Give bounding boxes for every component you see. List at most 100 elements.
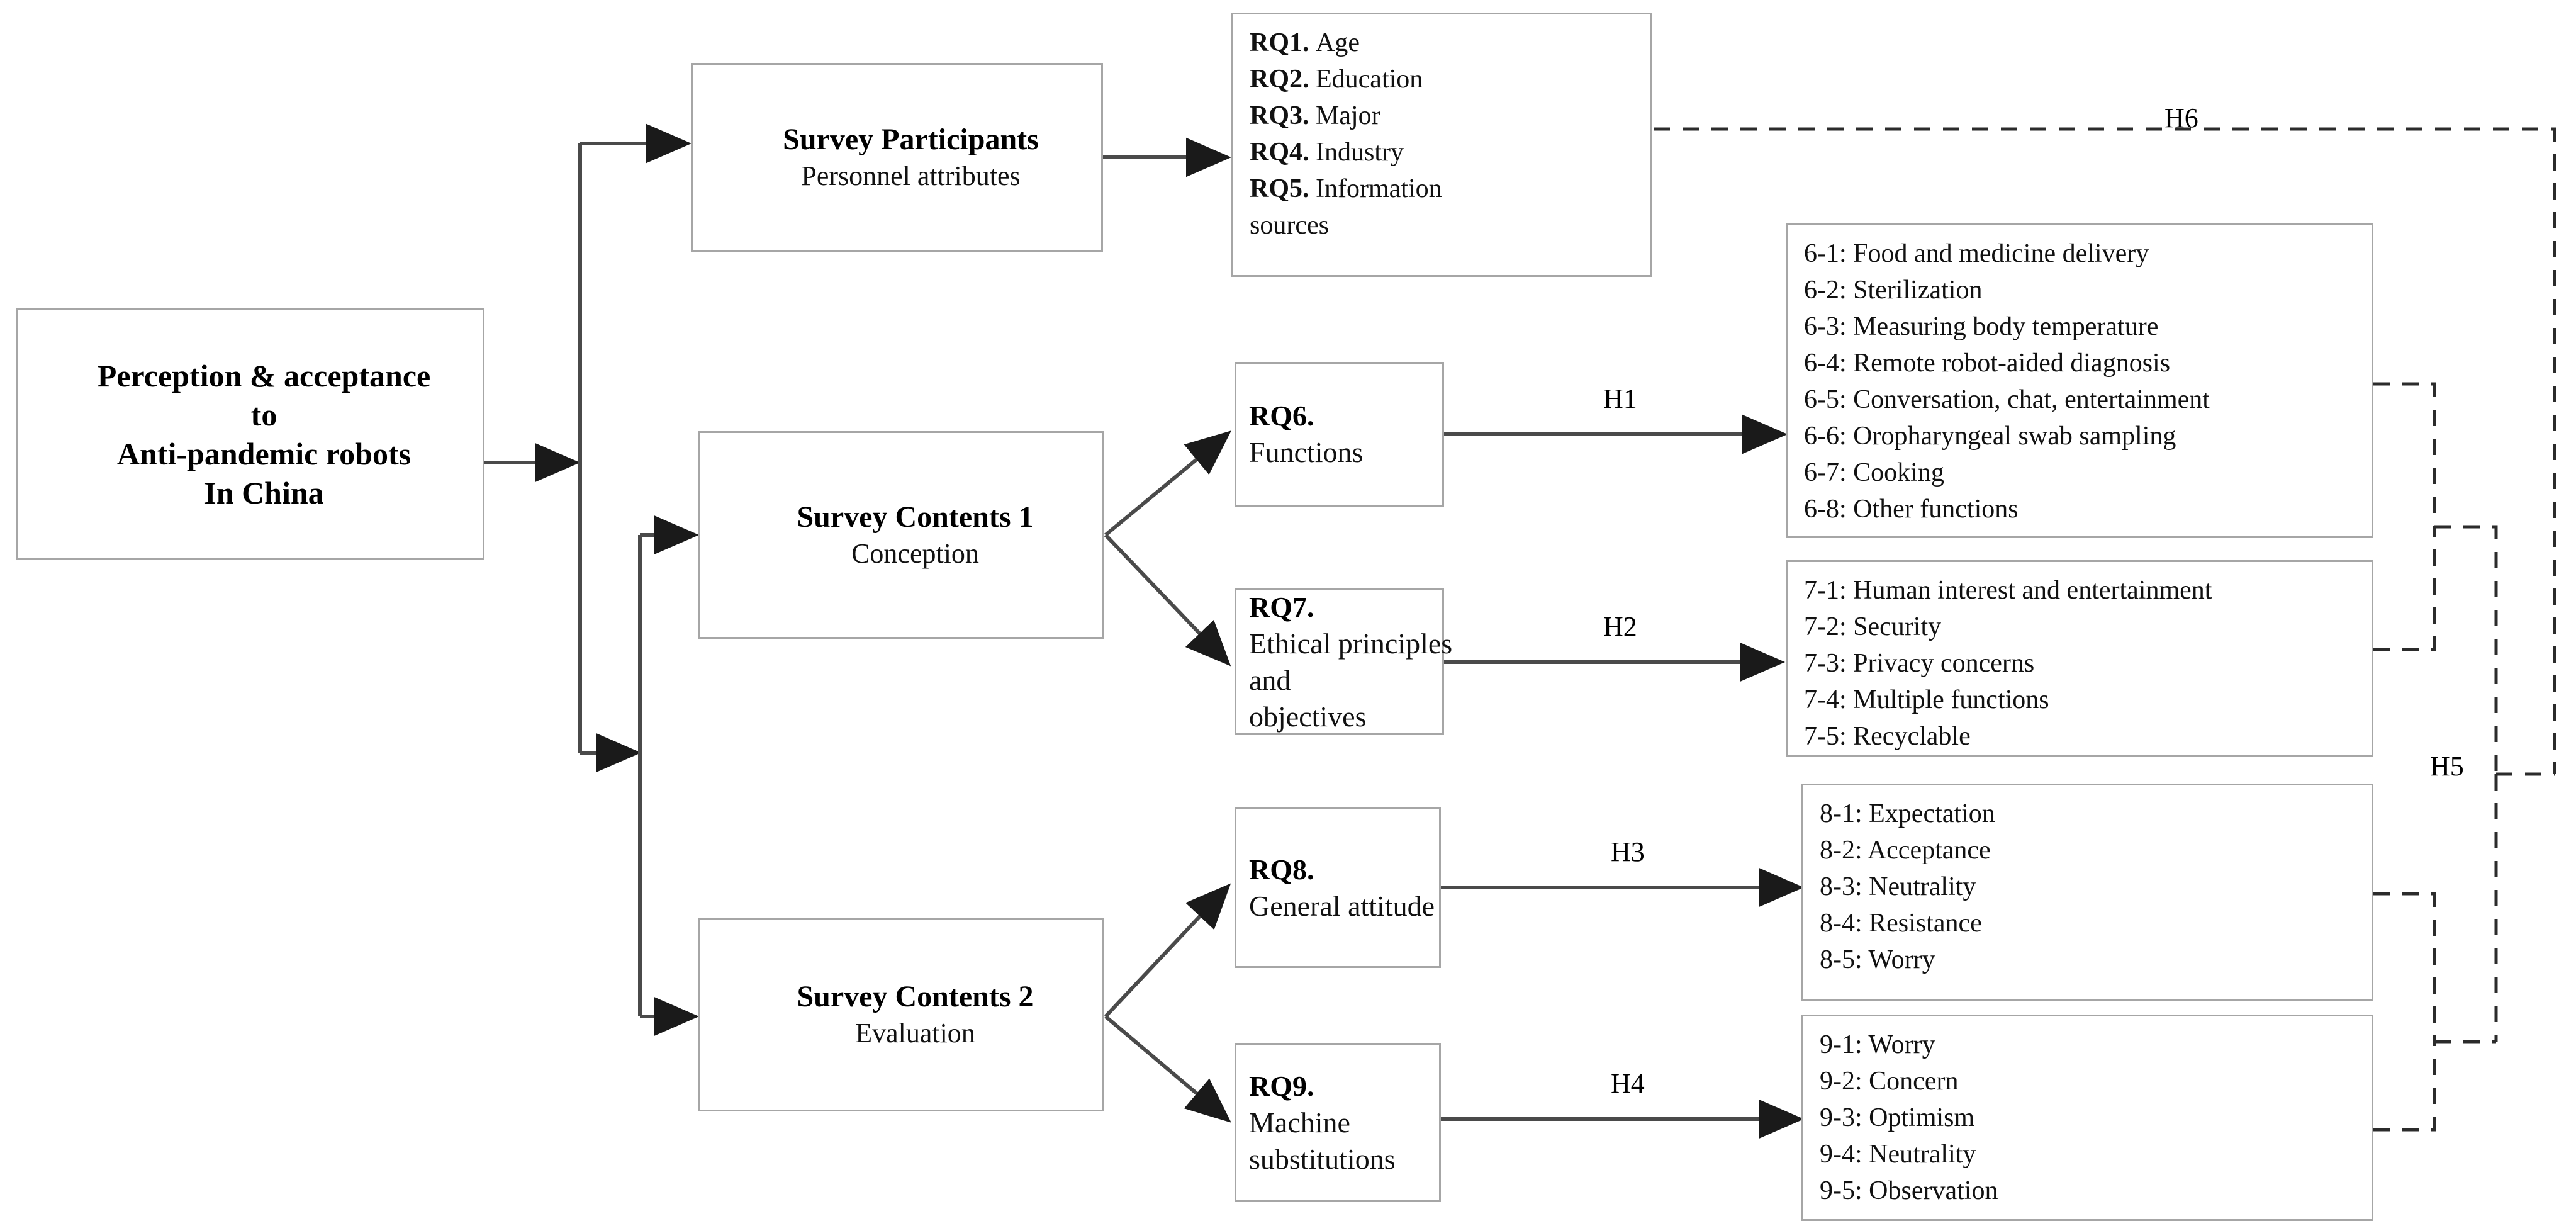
list-ethics-items: 7-1: Human interest and entertainment 7-2…	[1788, 562, 2372, 761]
node-root[interactable]: Perception & acceptance to Anti-pandemic…	[16, 308, 484, 560]
node-rq6[interactable]: RQ6. Functions	[1235, 362, 1444, 507]
participant-question-code: RQ4.	[1250, 138, 1316, 167]
node-survey-participants[interactable]: Survey Participants Personnel attributes	[691, 63, 1103, 252]
node-rq8[interactable]: RQ8. General attitude	[1235, 807, 1441, 968]
list-item-function: 6-3: Measuring body temperature	[1804, 312, 2159, 341]
list-item-attitude: 8-2: Acceptance	[1820, 836, 1991, 865]
root-line-2: to	[250, 397, 277, 432]
edge-rail-to-h5-upper	[2434, 525, 2498, 774]
label-h2: H2	[1603, 611, 1637, 642]
list-item-substitution: 9-4: Neutrality	[1820, 1140, 1976, 1169]
list-item-function: 6-8: Other functions	[1804, 495, 2019, 524]
node-list-ethics[interactable]: 7-1: Human interest and entertainment 7-2…	[1786, 560, 2373, 757]
list-item-function: 6-7: Cooking	[1804, 458, 1944, 487]
edge-h6-rail	[1654, 127, 2556, 774]
rq8-text-block: RQ8. General attitude	[1236, 809, 1452, 966]
list-item-attitude: 8-1: Expectation	[1820, 799, 1995, 828]
list-item-participant-question: RQ3. Major	[1250, 98, 1637, 134]
node-survey-contents-2[interactable]: Survey Contents 2 Evaluation	[698, 918, 1104, 1111]
root-line-3: Anti-pandemic robots	[116, 436, 412, 471]
survey-contents-2-title: Survey Contents 2	[797, 980, 1034, 1013]
list-item-participant-question: RQ4. Industry	[1250, 134, 1637, 171]
node-list-substitution[interactable]: 9-1: Worry 9-2: Concern 9-3: Optimism 9-4: …	[1801, 1015, 2373, 1221]
rq7-text-block: RQ7. Ethical principles and objectives	[1236, 590, 1455, 733]
list-item-ethic: 7-4: Multiple functions	[1804, 685, 2049, 714]
root-text-block: Perception & acceptance to Anti-pandemic…	[18, 310, 510, 558]
list-item-participant-question: RQ5. Information	[1250, 171, 1637, 207]
rq9-code: RQ9.	[1249, 1069, 1314, 1102]
rq8-code: RQ8.	[1249, 853, 1314, 886]
root-line-4: In China	[204, 475, 324, 510]
participant-question-text: sources	[1250, 211, 1329, 240]
label-h5: H5	[2430, 751, 2464, 782]
list-item-ethic: 7-5: Recyclable	[1804, 722, 1971, 751]
list-functions-items: 6-1: Food and medicine delivery 6-2: Ster…	[1788, 225, 2372, 534]
participant-question-text: Information	[1316, 174, 1442, 203]
label-h3: H3	[1611, 836, 1645, 867]
node-list-functions[interactable]: 6-1: Food and medicine delivery 6-2: Ster…	[1786, 223, 2373, 538]
rq9-text: Machine substitutions	[1249, 1106, 1396, 1175]
list-item-participant-question: RQ1. Age	[1250, 25, 1637, 61]
survey-contents-2-subtitle: Evaluation	[855, 1018, 975, 1049]
list-item-ethic: 7-1: Human interest and entertainment	[1804, 576, 2212, 605]
list-item-participant-question: sources	[1250, 207, 1637, 244]
survey-participants-text-block: Survey Participants Personnel attributes	[693, 65, 1129, 250]
list-item-substitution: 9-1: Worry	[1820, 1030, 1935, 1059]
list-item-ethic: 7-2: Security	[1804, 612, 1942, 641]
node-rq9[interactable]: RQ9. Machine substitutions	[1235, 1043, 1441, 1202]
label-h1: H1	[1603, 383, 1637, 414]
rq9-text-block: RQ9. Machine substitutions	[1236, 1045, 1452, 1200]
list-item-function: 6-1: Food and medicine delivery	[1804, 239, 2149, 268]
survey-contents-1-title: Survey Contents 1	[797, 500, 1034, 534]
list-item-function: 6-4: Remote robot-aided diagnosis	[1804, 349, 2171, 378]
edge-contents1-to-rq7	[1104, 533, 1231, 667]
survey-participants-subtitle: Personnel attributes	[801, 160, 1021, 191]
participant-question-code: RQ3.	[1250, 101, 1316, 130]
list-item-substitution: 9-2: Concern	[1820, 1067, 1959, 1096]
list-item-attitude: 8-4: Resistance	[1820, 909, 1982, 938]
rq7-line-2: objectives	[1249, 700, 1367, 733]
participant-question-code: RQ2.	[1250, 65, 1316, 94]
participant-question-text: Age	[1316, 28, 1360, 57]
participant-question-text: Education	[1316, 65, 1423, 94]
edge-contents1-to-rq6	[1104, 430, 1231, 537]
node-list-attitude[interactable]: 8-1: Expectation 8-2: Acceptance 8-3: Neut…	[1801, 784, 2373, 1001]
list-item-function: 6-2: Sterilization	[1804, 276, 1983, 305]
participant-question-code: RQ1.	[1250, 28, 1316, 57]
list-item-attitude: 8-5: Worry	[1820, 945, 1935, 974]
list-item-function: 6-6: Oropharyngeal swab sampling	[1804, 422, 2176, 451]
rq7-code: RQ7.	[1249, 590, 1314, 623]
edge-contents2-to-rq8	[1104, 883, 1231, 1018]
edge-list8-to-rail	[2373, 892, 2436, 1042]
participant-question-text: Industry	[1316, 138, 1404, 167]
label-h4: H4	[1611, 1068, 1645, 1099]
node-survey-contents-1[interactable]: Survey Contents 1 Conception	[698, 431, 1104, 639]
edge-list9-to-rail	[2373, 1042, 2436, 1132]
survey-contents-1-text-block: Survey Contents 1 Conception	[700, 433, 1130, 637]
list-item-substitution: 9-5: Observation	[1820, 1176, 1998, 1205]
rq6-text-block: RQ6. Functions	[1236, 364, 1455, 505]
node-rq7[interactable]: RQ7. Ethical principles and objectives	[1235, 588, 1452, 735]
list-item-function: 6-5: Conversation, chat, entertainment	[1804, 385, 2210, 414]
survey-contents-1-subtitle: Conception	[851, 538, 979, 569]
list-item-substitution: 9-3: Optimism	[1820, 1103, 1975, 1132]
rq8-text: General attitude	[1249, 889, 1435, 922]
list-item-attitude: 8-3: Neutrality	[1820, 872, 1976, 901]
survey-participants-title: Survey Participants	[783, 123, 1039, 156]
edge-list7-to-rail	[2373, 527, 2436, 651]
list-item-participant-question: RQ2. Education	[1250, 61, 1637, 98]
edge-list6-to-rail	[2373, 382, 2436, 527]
list-attitude-items: 8-1: Expectation 8-2: Acceptance 8-3: Neut…	[1803, 785, 2372, 984]
root-line-1: Perception & acceptance	[97, 358, 431, 393]
list-item-ethic: 7-3: Privacy concerns	[1804, 649, 2035, 678]
rq6-text: Functions	[1249, 436, 1364, 468]
list-substitution-items: 9-1: Worry 9-2: Concern 9-3: Optimism 9-4: …	[1803, 1016, 2372, 1215]
edge-contents2-to-rq9	[1104, 1015, 1231, 1123]
participant-question-text: Major	[1316, 101, 1380, 130]
participant-question-code: RQ5.	[1250, 174, 1316, 203]
rq7-line-1: Ethical principles and	[1249, 627, 1453, 696]
